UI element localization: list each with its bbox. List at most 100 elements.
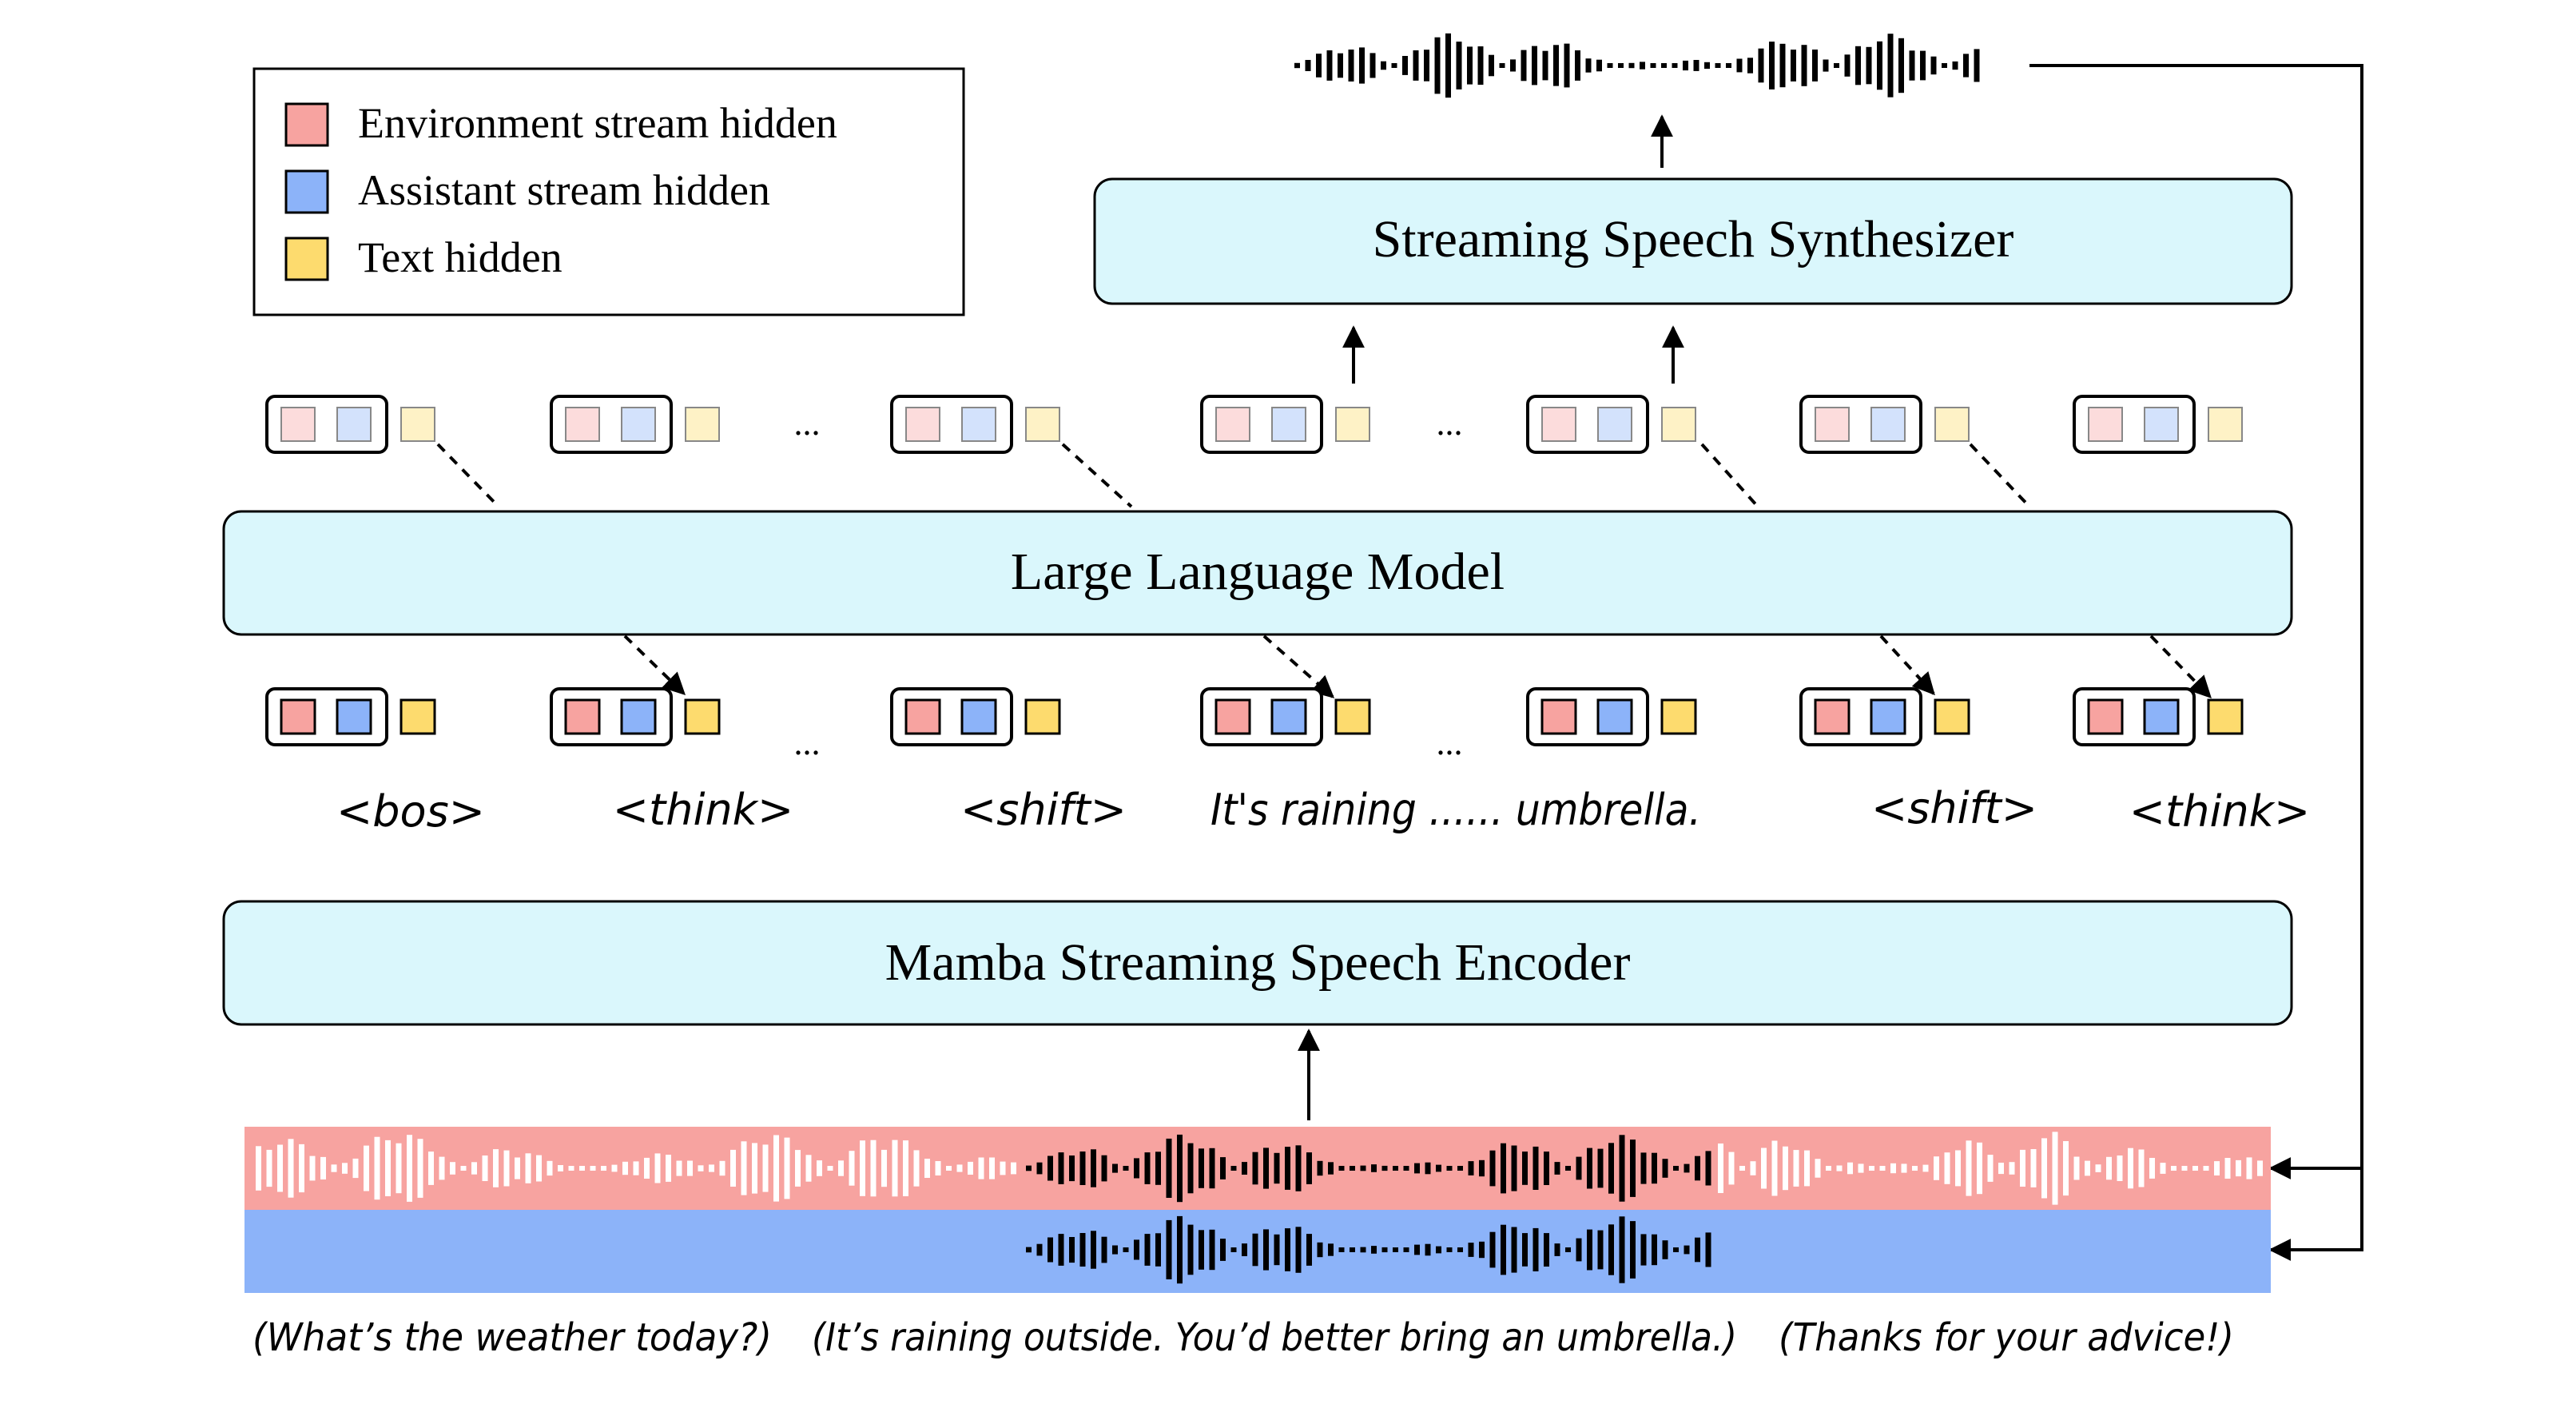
waveform-bar [687,1160,693,1176]
waveform-bar [1456,42,1462,89]
waveform-bar [1511,1227,1517,1273]
waveform-bar [2246,1157,2252,1179]
token-group [2073,687,2244,746]
caption-user-thanks: (Thanks for your advice!) [1779,1315,2234,1360]
waveform-bar [1619,1135,1625,1202]
token-label-shift: <shift> [960,785,1127,835]
waveform-bar [935,1161,941,1175]
waveform-bar [1209,1229,1215,1271]
waveform-bar [2085,1160,2090,1176]
waveform-bar [1393,1166,1398,1171]
waveform-bar [1532,1227,1539,1271]
waveform-bar [590,1166,596,1171]
waveform-bar [849,1151,855,1186]
waveform-bar [2149,1158,2155,1179]
assistant-stream-waveform [1026,1215,1711,1284]
waveform-bar [1672,63,1678,68]
waveform-bar [1726,63,1731,68]
waveform-bar [1640,1234,1647,1266]
waveform-bar [396,1143,402,1194]
waveform-bar [1079,1233,1086,1267]
waveform-bar [903,1140,908,1196]
waveform-bar [1912,1166,1918,1171]
input-token-row [265,687,2244,746]
waveform-bar [2009,1162,2015,1175]
text-hidden-cell [2207,698,2244,735]
waveform-bar [1522,1151,1528,1185]
waveform-bar [1628,62,1635,69]
waveform-bar [1869,1166,1874,1171]
waveform-bar [1489,1231,1496,1268]
waveform-bar [1619,1216,1625,1283]
waveform-bar [1326,50,1333,81]
text-hidden-cell [1024,698,1061,735]
dashed-connector [1061,443,1133,508]
waveform-bar [1966,1140,1972,1196]
waveform-bar [644,1157,650,1179]
waveform-bar [1091,1149,1096,1187]
waveform-bar [1511,1145,1517,1191]
waveform-bar [1359,47,1365,84]
waveform-bar [1977,1142,1982,1195]
environment-hidden-cell [905,407,940,442]
synthesizer-box [1093,177,2293,305]
text-hidden-cell [1025,407,1060,442]
waveform-bar [1069,1237,1075,1263]
waveform-bar [1047,1155,1053,1181]
waveform-bar [1000,1161,1006,1175]
waveform-bar [1597,1230,1604,1270]
waveform-bar [1425,1243,1431,1256]
dashed-connector [1879,634,1935,696]
legend: Environment stream hidden Assistant stre… [252,67,965,316]
waveform-bar [1673,1166,1679,1171]
assistant-hidden-cell [1597,407,1632,442]
environment-hidden-cell [2088,407,2123,442]
waveform-bar [1693,60,1699,71]
text-hidden-cell [685,407,720,442]
waveform-bar [1736,58,1743,73]
waveform-bar [676,1160,682,1176]
environment-hidden-cell [564,698,601,735]
encoder-module: Mamba Streaming Speech Encoder [222,900,2293,1026]
waveform-bar [1047,1237,1053,1263]
waveform-bar [1715,63,1721,68]
waveform-bar [364,1145,369,1191]
environment-hidden-cell [2087,698,2124,735]
waveform-bar [1575,50,1580,81]
text-hidden-cell [1335,407,1370,442]
waveform-bar [1371,1164,1377,1172]
waveform-bar [1220,1157,1226,1179]
waveform-bar [1750,1161,1756,1175]
waveform-bar [503,1150,510,1187]
waveform-bar [1424,50,1429,82]
llm-box [222,510,2293,636]
waveform-bar [1847,1162,1853,1175]
waveform-bar [2181,1166,2188,1171]
waveform-bar [1445,33,1451,98]
waveform-bar [1263,1148,1269,1189]
waveform-bar [1187,1224,1194,1275]
waveform-bar [1576,1238,1582,1262]
waveform-bar [1532,46,1537,86]
waveform-bar [1306,1152,1312,1184]
waveform-bar [1177,1134,1183,1203]
token-label-think-2: <think> [2129,786,2310,837]
waveform-bar [2224,1158,2231,1179]
dashed-connector [1700,443,1759,508]
legend-label-asst: Assistant stream hidden [358,166,770,214]
waveform-bar [493,1149,499,1187]
feedback-connector [2029,64,2363,1261]
text-hidden-cell [1661,407,1696,442]
waveform-bar [1944,1152,1950,1184]
assistant-hidden-cell [1596,698,1633,735]
waveform-bar [1930,56,1937,75]
token-label-response: It's raining ...... umbrella. [1210,785,1701,835]
waveform-bar [1381,61,1386,70]
waveform-bar [1328,1162,1334,1175]
assistant-hidden-cell [336,407,372,442]
waveform-bar [439,1156,445,1180]
waveform-bar [385,1140,391,1196]
waveform-bar [266,1149,272,1187]
waveform-bar [730,1149,736,1187]
token-group [550,395,720,454]
